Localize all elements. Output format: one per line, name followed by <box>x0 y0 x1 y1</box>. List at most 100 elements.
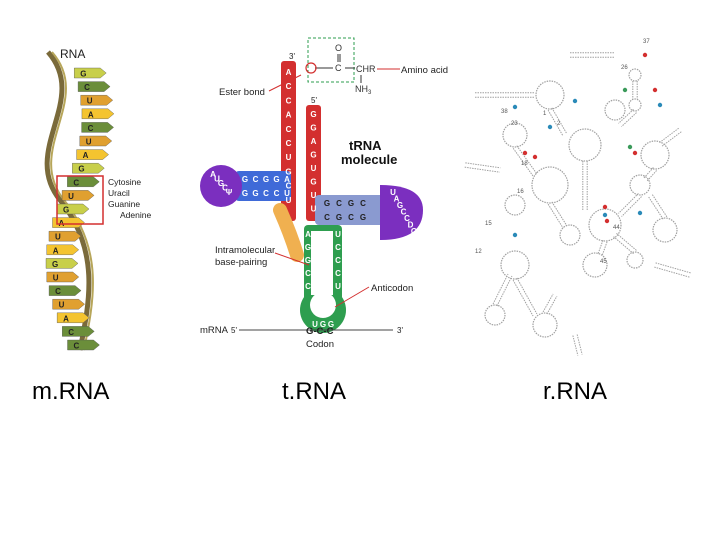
t-arm-base: C <box>324 213 330 222</box>
acceptor-base: G <box>285 167 291 176</box>
t-arm-stem <box>315 195 385 225</box>
rrna-modification-dot <box>547 124 553 130</box>
anticodon-stem-gap <box>311 231 333 295</box>
three-prime-label: 3' <box>289 52 295 61</box>
acceptor-base: U <box>311 205 317 214</box>
mrna-title: RNA <box>60 47 85 61</box>
svg-text:G: G <box>63 206 69 215</box>
acceptor-base: U <box>311 164 317 173</box>
rrna-modification-dot <box>652 87 658 93</box>
rrna-stem <box>547 201 568 229</box>
rrna-loop <box>568 128 602 162</box>
d-loop-base: Ψ <box>226 188 233 197</box>
d-arm-base: G <box>242 189 248 198</box>
d-arm-base: U <box>284 189 290 198</box>
rrna-domain-number: 45 <box>600 259 607 265</box>
rrna-domain-number: 1 <box>543 111 547 117</box>
svg-text:C: C <box>55 287 61 296</box>
anticodon-stem-base: U <box>335 230 341 239</box>
t-loop-base: A <box>394 195 400 204</box>
rrna-stem <box>570 52 615 58</box>
mrna-base: G <box>56 203 90 215</box>
trna-diagram: O C CHR NH3 Amino acid Ester bond 3' 5' … <box>200 37 448 350</box>
mrna-base: A <box>76 149 109 160</box>
rrna-modification-dot <box>642 52 648 58</box>
svg-text:U: U <box>53 274 59 283</box>
svg-text:G: G <box>78 165 84 174</box>
mrna-base: C <box>67 339 100 351</box>
rrna-loop <box>531 166 569 204</box>
t-loop-base: G <box>397 201 403 210</box>
ester-bond-label: Ester bond <box>219 87 265 98</box>
anticodon-stem-base: C <box>335 269 341 278</box>
rrna-modification-dot <box>602 204 608 210</box>
rrna-modification-dot <box>602 212 608 218</box>
mrna-base: U <box>79 135 113 147</box>
acceptor-base: A <box>286 111 292 120</box>
d-loop-base: G <box>218 179 224 188</box>
rrna-domain-number: 44 <box>613 225 620 231</box>
anticodon-stem-base: G <box>305 243 311 252</box>
rrna-domain-number: 38 <box>501 109 508 115</box>
t-arm-base: C <box>348 213 354 222</box>
base-pairing-label: base-pairing <box>215 257 267 268</box>
acceptor-base: U <box>311 191 317 200</box>
amino-acid-label: Amino acid <box>401 65 448 76</box>
acceptor-base: U <box>286 196 292 205</box>
acceptor-base: G <box>310 178 316 187</box>
rrna-loop <box>626 251 644 269</box>
mrna-base: U <box>52 299 85 310</box>
rrna-modification-dot <box>512 104 518 110</box>
acceptor-base: G <box>310 151 316 160</box>
t-loop-base: C <box>404 214 410 223</box>
rrna-loop <box>559 224 581 246</box>
rrna-loop <box>628 68 642 82</box>
acceptor-stem-right <box>306 105 321 221</box>
svg-text:G: G <box>52 260 58 269</box>
svg-text:C: C <box>68 328 74 337</box>
rrna-stem <box>647 193 668 220</box>
t-loop-base: C <box>401 208 407 217</box>
svg-text:C: C <box>74 342 80 351</box>
rrna-domain-number: 23 <box>511 121 518 127</box>
mrna-base: C <box>62 326 95 337</box>
anticodon-stem-base: C <box>305 269 311 278</box>
carbon-label: C <box>335 63 342 73</box>
rrna-loop <box>628 98 642 112</box>
d-loop-base: A <box>210 170 216 179</box>
five-prime-label: 5' <box>311 96 317 105</box>
oxygen-label: O <box>335 43 342 53</box>
rrna-stem <box>582 161 588 210</box>
anticodon-stem-base: U <box>335 282 341 291</box>
anticodon-pointer <box>334 286 370 308</box>
mrna-label: mRNA <box>200 325 229 336</box>
svg-text:A: A <box>63 314 69 323</box>
legend-uracil: Uracil <box>108 188 130 198</box>
codon-label: Codon <box>306 339 334 350</box>
d-loop <box>200 165 242 207</box>
acceptor-base: G <box>310 124 316 133</box>
rrna-loop <box>604 99 626 121</box>
d-arm-base: A <box>284 175 290 184</box>
ester-oxygen <box>305 62 317 74</box>
rrna-stem <box>512 145 538 177</box>
intramolecular-label: Intramolecular <box>215 245 275 256</box>
acceptor-base: A <box>286 68 292 77</box>
trna-title-2: molecule <box>341 152 397 167</box>
rrna-stem <box>618 193 642 217</box>
rrna-loop <box>532 312 558 338</box>
d-loop-base: U <box>214 175 220 184</box>
rrna-loop <box>640 140 670 170</box>
rrna-modification-dot <box>622 87 628 93</box>
caption-rrna: r.RNA <box>543 378 608 405</box>
mrna-base: C <box>81 122 114 133</box>
mrna-base: A <box>46 244 80 255</box>
t-arm-base: G <box>360 213 366 222</box>
rrna-modification-dot <box>632 150 638 156</box>
mrna-base: U <box>46 271 80 283</box>
mrna-base: A <box>81 108 115 119</box>
anticodon-label: Anticodon <box>371 283 413 294</box>
